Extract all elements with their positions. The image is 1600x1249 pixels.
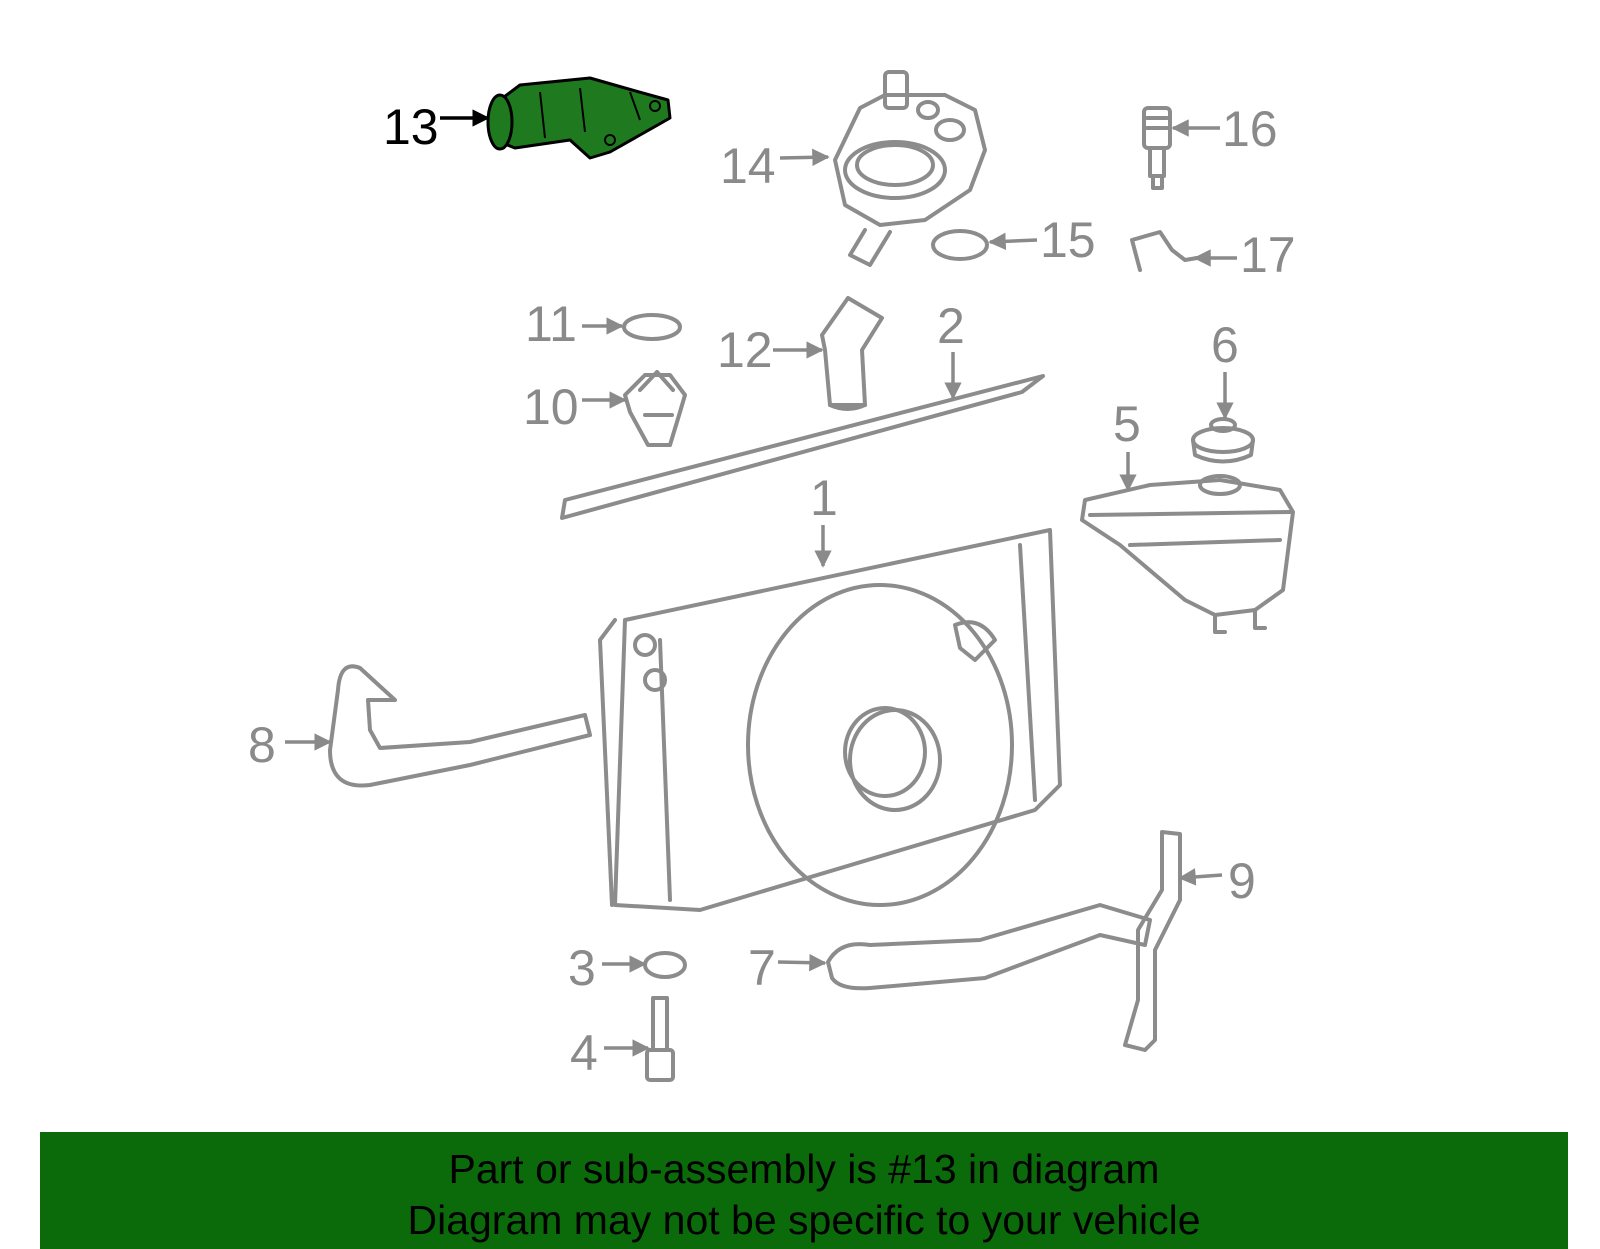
callout-2: 2 [937, 298, 965, 354]
callout-15: 15 [1040, 212, 1096, 268]
part-5-reservoir[interactable] [1080, 474, 1295, 634]
part-2-seal-strip[interactable] [560, 374, 1045, 520]
part-14-pump-housing[interactable] [833, 70, 987, 267]
part-10-thermostat[interactable] [623, 370, 687, 447]
part-13-thermostat-housing[interactable] [486, 76, 672, 160]
part-15-o-ring[interactable] [931, 229, 989, 261]
part-17-clip[interactable] [1130, 230, 1199, 272]
callout-11: 11 [525, 296, 577, 352]
part-12-hose[interactable] [820, 296, 884, 411]
callout-6: 6 [1211, 317, 1239, 373]
callout-4: 4 [570, 1025, 598, 1081]
part-8-hose[interactable] [328, 664, 592, 788]
callout-7: 7 [748, 940, 776, 996]
callout-13: 13 [383, 99, 439, 155]
part-11-gasket[interactable] [622, 313, 682, 341]
callout-14: 14 [720, 138, 776, 194]
callout-8: 8 [248, 717, 276, 773]
part-7-hose[interactable] [826, 903, 1152, 991]
part-16-sensor[interactable] [1142, 106, 1172, 190]
callout-10: 10 [523, 379, 579, 435]
banner-line-2: Diagram may not be specific to your vehi… [407, 1197, 1201, 1243]
part-1-radiator[interactable] [598, 528, 1062, 912]
callout-9: 9 [1228, 853, 1256, 909]
parts-diagram: 13 14 15 16 17 11 10 12 2 6 5 1 8 3 4 7 … [248, 70, 1296, 1082]
info-banner: Part or sub-assembly is #13 in diagram D… [40, 1132, 1568, 1249]
callout-5: 5 [1113, 396, 1141, 452]
leader-lines [285, 109, 1237, 1057]
part-6-cap[interactable] [1191, 417, 1255, 464]
callout-1: 1 [810, 470, 838, 526]
callout-17: 17 [1240, 227, 1296, 283]
part-4-drain-plug[interactable] [645, 996, 675, 1082]
callout-3: 3 [568, 940, 596, 996]
banner-line-1: Part or sub-assembly is #13 in diagram [448, 1146, 1160, 1192]
part-3-o-ring[interactable] [643, 951, 687, 979]
callout-12: 12 [717, 322, 773, 378]
callout-16: 16 [1222, 101, 1278, 157]
